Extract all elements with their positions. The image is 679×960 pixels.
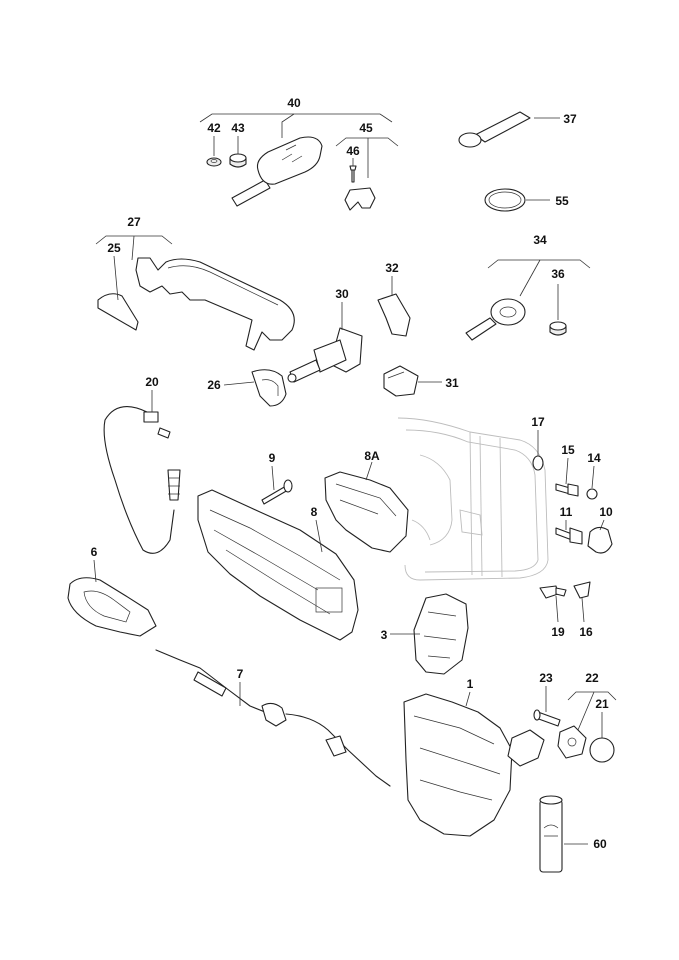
part-key-insert — [344, 187, 376, 211]
part-inner-handle — [67, 577, 157, 637]
callout-15: 15 — [561, 443, 575, 457]
callout-3: 3 — [381, 628, 388, 642]
part-grease-tube — [539, 795, 563, 873]
part-push-clip — [539, 585, 567, 599]
callout-23: 23 — [539, 671, 553, 685]
callout-40: 40 — [287, 96, 301, 110]
callout-7: 7 — [237, 667, 244, 681]
part-cap-small — [586, 488, 598, 500]
part-grommet — [532, 455, 544, 471]
leader-lines — [93, 117, 605, 845]
callout-27: 27 — [127, 215, 141, 229]
part-cover-plate — [589, 737, 615, 763]
callout-34: 34 — [533, 233, 547, 247]
callout-8A: 8A — [364, 449, 380, 463]
part-bracket — [324, 471, 409, 553]
part-clip — [573, 581, 591, 599]
callout-6: 6 — [91, 545, 98, 559]
part-bolt-upper — [555, 483, 579, 497]
part-handle-cap — [97, 293, 139, 331]
callout-19: 19 — [551, 625, 565, 639]
part-battery-clip — [206, 157, 222, 167]
assembly-brackets — [95, 113, 617, 731]
callout-45: 45 — [359, 121, 373, 135]
callout-10: 10 — [599, 505, 613, 519]
part-screw — [261, 479, 293, 505]
callout-37: 37 — [563, 112, 577, 126]
part-key-tag — [458, 111, 531, 148]
callout-30: 30 — [335, 287, 349, 301]
part-remote-key — [231, 136, 323, 207]
callout-14: 14 — [587, 451, 601, 465]
part-release-cable — [155, 649, 391, 787]
part-wiring-cable — [103, 406, 181, 554]
callout-26: 26 — [207, 378, 221, 392]
callout-36: 36 — [551, 267, 565, 281]
part-battery-cell — [229, 153, 247, 168]
callout-31: 31 — [445, 376, 459, 390]
part-key-insert-screw — [349, 165, 357, 183]
part-lock-cylinder — [287, 327, 363, 383]
callout-11: 11 — [560, 505, 573, 519]
callout-22: 22 — [585, 671, 599, 685]
callout-32: 32 — [385, 261, 399, 275]
callout-20: 20 — [145, 375, 159, 389]
callout-9: 9 — [269, 451, 276, 465]
part-lock-cover — [377, 293, 411, 337]
part-lock-carrier — [413, 593, 469, 675]
part-door-lock — [403, 693, 545, 837]
callout-25: 25 — [107, 241, 121, 255]
part-striker-bolt — [533, 709, 561, 727]
part-bolt-lower — [555, 527, 583, 545]
part-ring-seal — [484, 188, 526, 212]
part-bolt-cover — [587, 526, 613, 554]
callout-43: 43 — [231, 121, 245, 135]
callout-55: 55 — [555, 194, 569, 208]
callout-21: 21 — [595, 697, 609, 711]
callout-labels: 40 42 43 45 46 37 55 27 25 34 36 32 30 2… — [91, 96, 613, 851]
part-outer-handle — [135, 257, 295, 351]
part-end-cap — [383, 365, 419, 397]
part-key-cap — [549, 321, 567, 336]
callout-8: 8 — [311, 505, 318, 519]
part-mechanical-key — [465, 298, 526, 341]
callout-46: 46 — [346, 144, 360, 158]
callout-17: 17 — [531, 415, 545, 429]
callout-16: 16 — [579, 625, 593, 639]
part-striker-plate — [557, 725, 587, 759]
door-body-outline — [397, 417, 549, 581]
callout-42: 42 — [207, 121, 221, 135]
callout-1: 1 — [467, 677, 474, 691]
callout-60: 60 — [593, 837, 607, 851]
part-handle-carrier — [197, 489, 359, 641]
part-cylinder-bezel — [251, 369, 287, 407]
